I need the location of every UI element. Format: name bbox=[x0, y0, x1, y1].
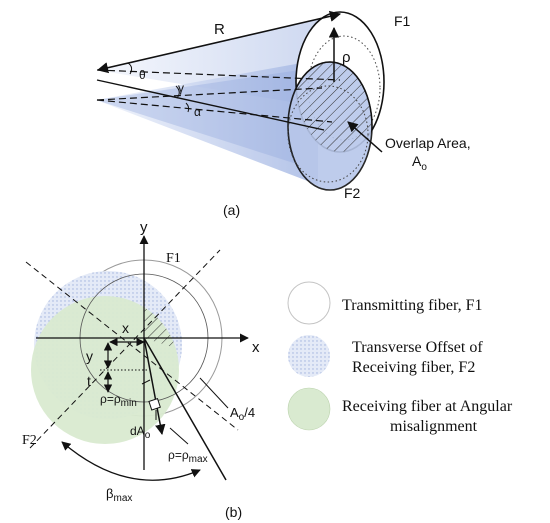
diagonal-dashed-2 bbox=[29, 249, 221, 449]
legend-text-angular-line2: misalignment bbox=[390, 418, 478, 435]
gamma-arc bbox=[175, 85, 180, 99]
overlap-leader bbox=[347, 121, 383, 153]
rho-min-leader bbox=[141, 379, 151, 385]
label-gamma: γ bbox=[178, 81, 184, 95]
label-theta: θ bbox=[139, 68, 146, 82]
legend-swatch-transmitting bbox=[287, 281, 331, 325]
legend-text-offset-line1: Transverse Offset of bbox=[352, 339, 483, 356]
caption-a: (a) bbox=[223, 202, 240, 218]
beam-cone-f2-inner bbox=[96, 70, 300, 165]
label-rho-min: ρ=ρmin bbox=[100, 392, 137, 409]
legend-text-offset-line2: Receiving fiber, F2 bbox=[352, 359, 475, 376]
overlap-label-line1: Overlap Area, bbox=[385, 135, 471, 151]
r-arrow bbox=[96, 10, 342, 74]
label-offset-y: y bbox=[86, 348, 93, 364]
dA-element bbox=[148, 398, 161, 411]
beta-max-arc bbox=[61, 441, 201, 481]
axis-dashed-f2 bbox=[96, 99, 333, 123]
label-dA: dAo bbox=[130, 424, 151, 441]
legend-swatch-angular bbox=[287, 387, 331, 431]
caption-b: (b) bbox=[225, 504, 242, 520]
label-rho-max: ρ=ρmax bbox=[168, 448, 208, 465]
label-r: R bbox=[214, 21, 225, 38]
rho-radial-line-2 bbox=[143, 337, 227, 481]
label-f1-a: F1 bbox=[394, 13, 411, 29]
axis-dashed-f1 bbox=[96, 69, 341, 81]
label-rho-a: ρ bbox=[342, 49, 351, 66]
label-beta-max: βmax bbox=[106, 486, 132, 504]
f1-inner-dotted-ellipse bbox=[307, 35, 381, 141]
legend: Transmitting fiber, F1 Transverse Offset… bbox=[287, 281, 513, 435]
label-f2-b: F2 bbox=[22, 433, 37, 448]
legend-swatch-offset bbox=[288, 335, 330, 377]
theta-arc bbox=[127, 62, 133, 75]
axis-dashed-tilt bbox=[96, 87, 323, 101]
label-f1-b: F1 bbox=[166, 251, 181, 266]
rho-max-leader bbox=[169, 427, 189, 445]
legend-text-angular-line1: Receiving fiber at Angular bbox=[342, 398, 513, 415]
label-offset-x: x bbox=[122, 320, 129, 336]
overlap-label-line2: Ao bbox=[412, 153, 427, 173]
axis-y-label: y bbox=[140, 219, 148, 236]
axis-x-label: x bbox=[252, 339, 260, 356]
rho-radial-line bbox=[143, 337, 166, 436]
label-offset-t: t bbox=[87, 373, 91, 389]
panel-a: R F1 ρ θ γ α Overlap Area, Ao F2 (a) bbox=[96, 10, 471, 218]
label-a-quarter: Ao/4 bbox=[230, 405, 255, 423]
label-f2-a: F2 bbox=[344, 185, 361, 201]
panel-b: y x F1 F2 x y t ρ=ρmin dAo ρ=ρmax Ao/4 β… bbox=[22, 219, 260, 520]
label-alpha: α bbox=[194, 105, 201, 119]
alpha-arc bbox=[185, 102, 190, 113]
a-quarter-leader bbox=[199, 377, 229, 409]
legend-text-transmitting: Transmitting fiber, F1 bbox=[342, 297, 483, 314]
axis-solid-f2 bbox=[96, 79, 325, 131]
